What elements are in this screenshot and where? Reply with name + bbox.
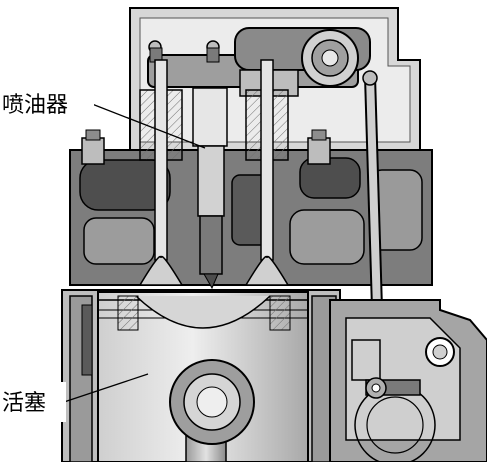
label-injector: 喷油器 bbox=[2, 93, 68, 118]
exhaust-valve bbox=[244, 59, 290, 286]
label-piston: 活塞 bbox=[2, 391, 46, 416]
rocker-shaft bbox=[301, 29, 359, 87]
injector-label-bg bbox=[0, 84, 94, 124]
head-bolt-left bbox=[81, 129, 105, 165]
head-bolt-right bbox=[307, 129, 331, 165]
injector-leader-line bbox=[91, 103, 206, 149]
push-rod bbox=[362, 70, 384, 343]
piston-rings bbox=[117, 295, 291, 331]
piston-leader-line bbox=[63, 373, 149, 403]
tappet bbox=[351, 339, 421, 399]
fuel-injector bbox=[192, 87, 228, 290]
piston-pin bbox=[169, 359, 255, 445]
piston-label-bg bbox=[0, 382, 66, 422]
intake-valve bbox=[138, 59, 184, 286]
cam-lobe bbox=[425, 337, 455, 367]
